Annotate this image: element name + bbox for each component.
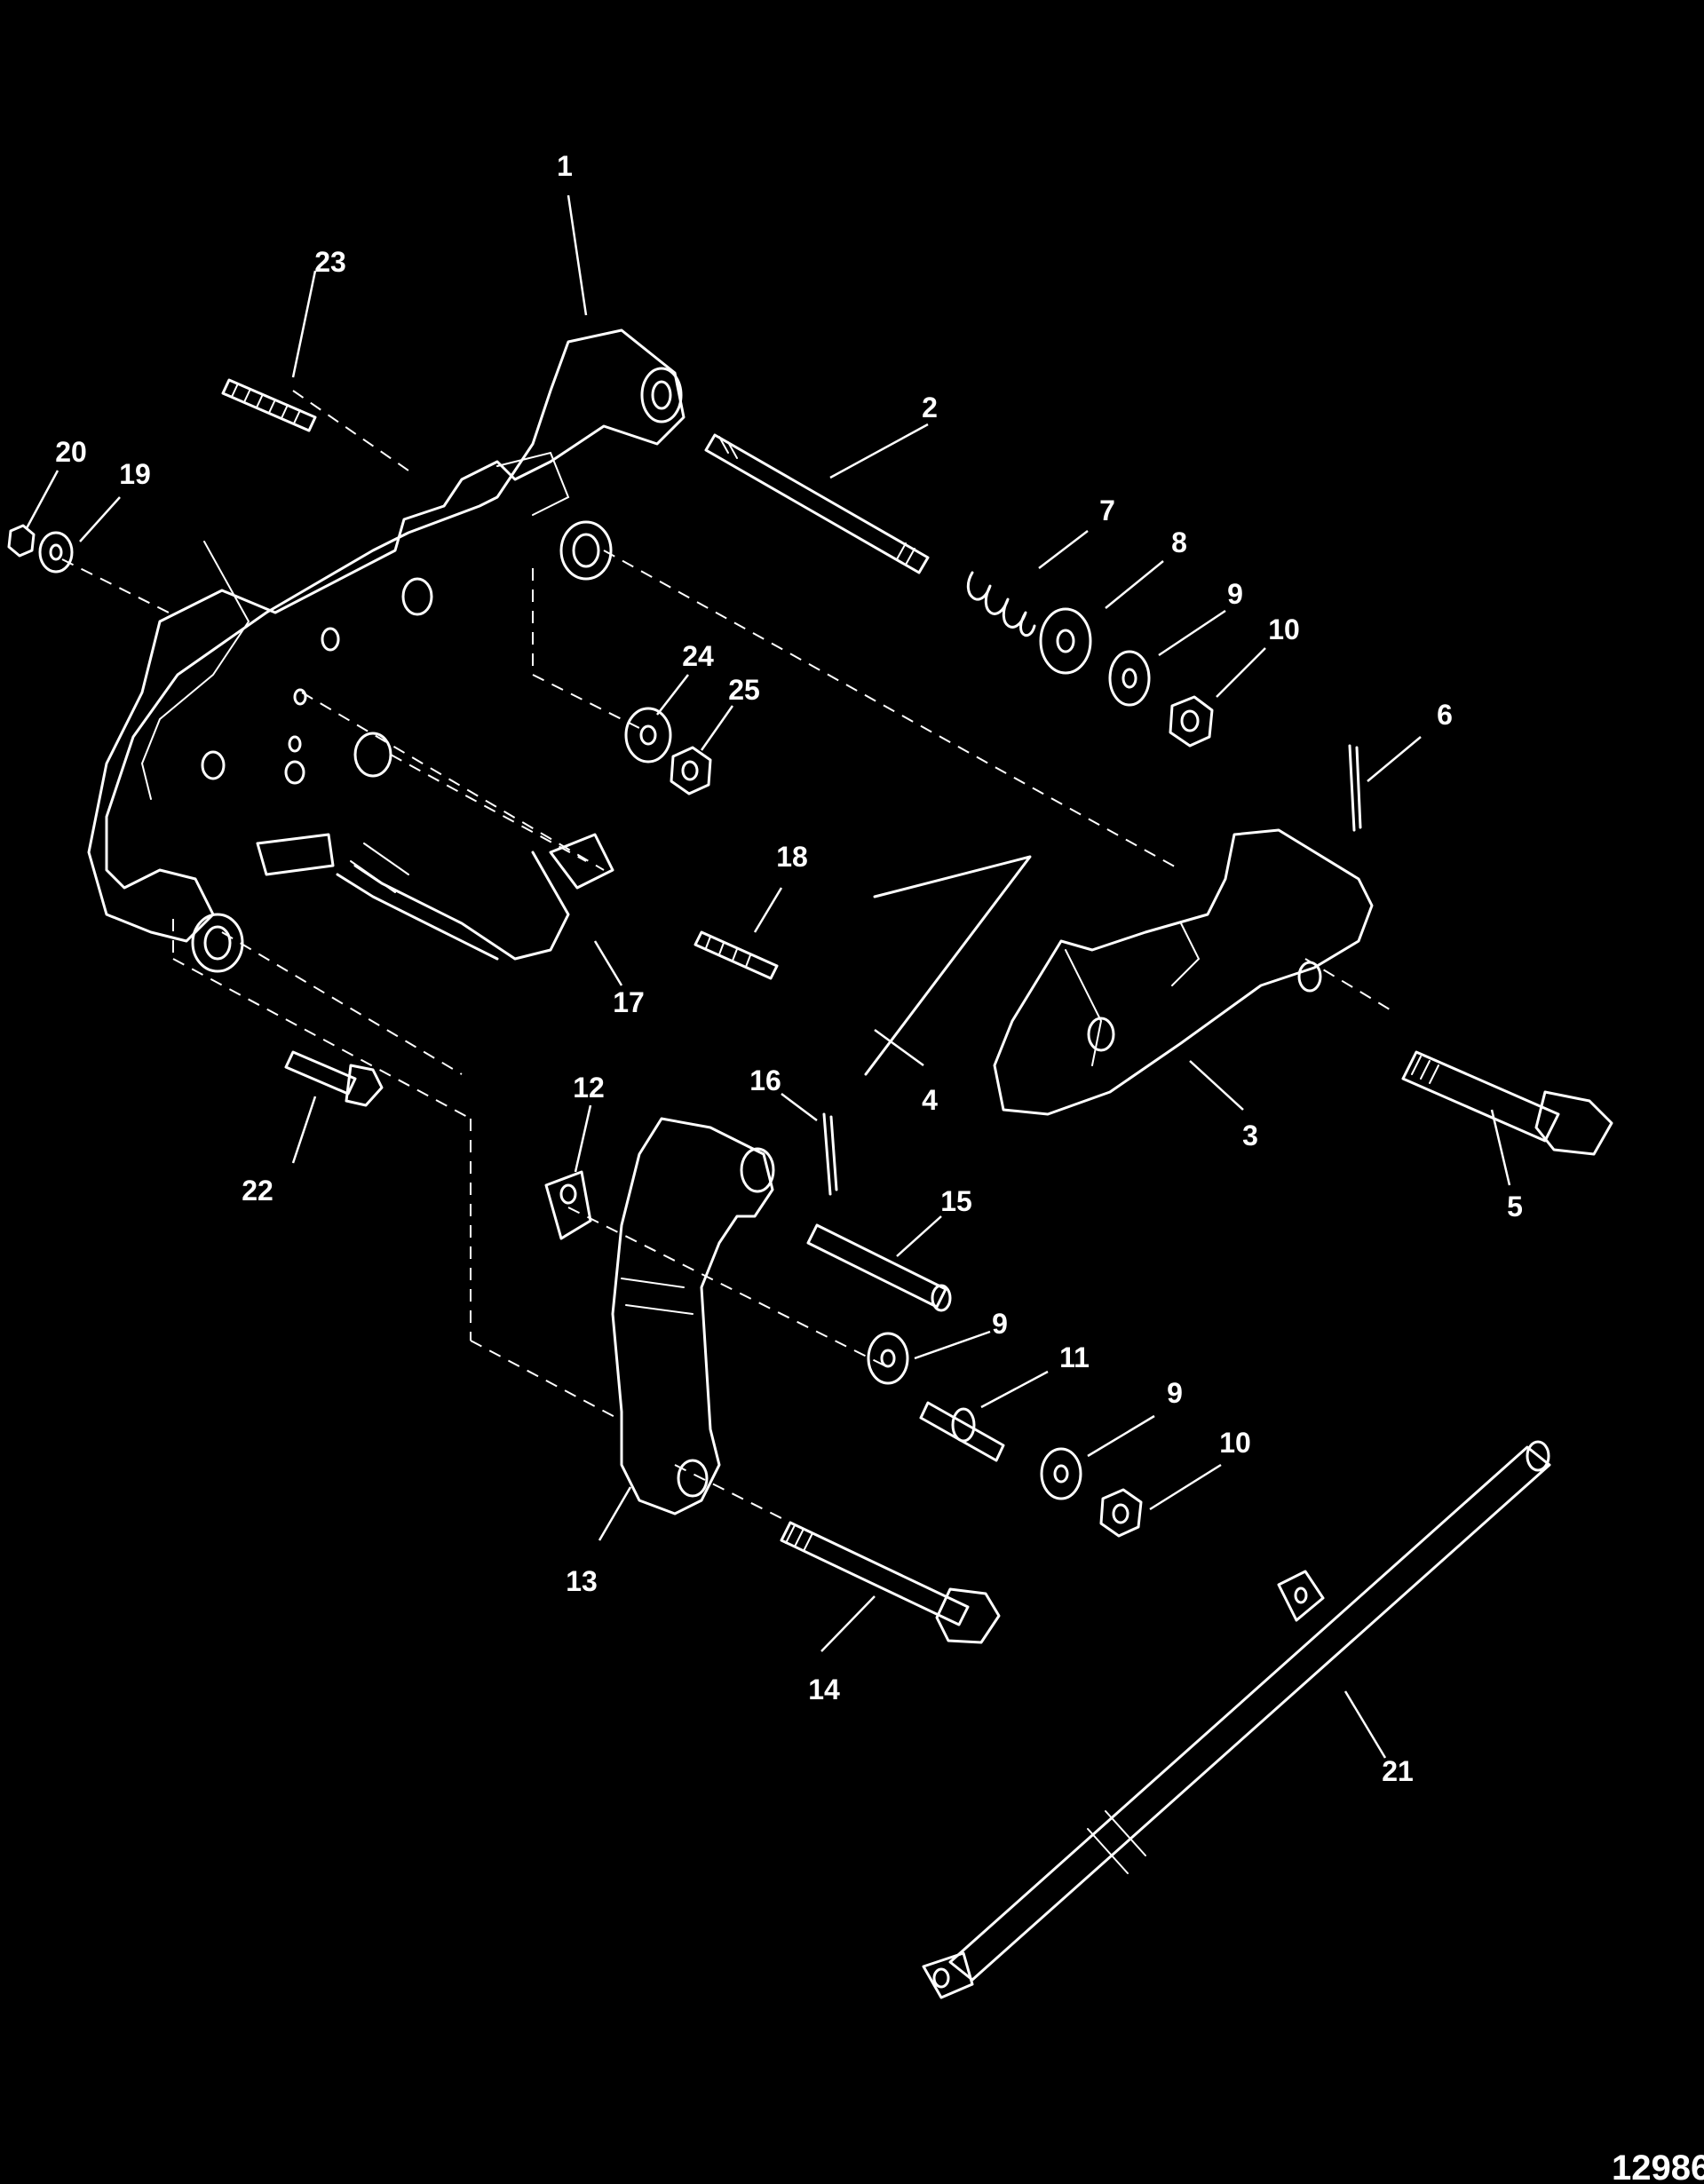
part-22-bolt — [284, 1050, 384, 1107]
callout-10b: 10 — [1219, 1427, 1251, 1459]
callout-10a: 10 — [1268, 613, 1300, 645]
callout-7: 7 — [1099, 495, 1115, 526]
part-6-cotter-pin — [1348, 744, 1362, 832]
part-3-lever-bracket — [993, 828, 1374, 1116]
drawing-id: 12986 — [1612, 2148, 1704, 2184]
callout-3: 3 — [1242, 1120, 1258, 1151]
callout-24: 24 — [682, 640, 714, 672]
callout-labels: 1 2 3 4 5 6 7 8 9 9 9 10 10 11 12 13 14 … — [55, 150, 1523, 1787]
part-2-stud — [704, 433, 930, 574]
part-16-cotter-pin — [822, 1112, 838, 1196]
callout-20: 20 — [55, 436, 87, 468]
washers-and-nuts — [7, 524, 1214, 1538]
callout-15: 15 — [940, 1185, 972, 1217]
part-23-stud — [221, 378, 317, 432]
part-17-switch — [336, 833, 614, 961]
callout-8: 8 — [1171, 526, 1187, 558]
callout-12: 12 — [573, 1072, 605, 1104]
callout-23: 23 — [314, 246, 346, 278]
callout-1: 1 — [557, 150, 573, 182]
callout-5: 5 — [1507, 1191, 1523, 1223]
callout-14: 14 — [808, 1674, 840, 1705]
callout-19: 19 — [119, 458, 151, 490]
callout-2: 2 — [922, 392, 938, 423]
part-7-spring — [966, 571, 1036, 637]
callout-25: 25 — [728, 674, 760, 706]
assembly-lines — [61, 390, 1395, 1528]
callout-21: 21 — [1382, 1755, 1414, 1787]
part-15-pin — [806, 1223, 952, 1312]
part-12-clip — [544, 1170, 592, 1240]
part-21-rod — [922, 1440, 1551, 1999]
callout-16: 16 — [749, 1064, 781, 1096]
part-13-lever-arm — [611, 1117, 775, 1515]
callout-9c: 9 — [1167, 1377, 1183, 1409]
part-4-wire-spring — [864, 855, 1032, 1076]
callout-4: 4 — [922, 1084, 938, 1116]
part-14-bolt — [780, 1521, 1001, 1644]
callout-11: 11 — [1059, 1341, 1090, 1373]
part-1-bracket — [87, 328, 686, 973]
callout-9a: 9 — [1227, 578, 1243, 610]
callout-9b: 9 — [992, 1308, 1008, 1340]
leader-lines — [25, 194, 1511, 1759]
callout-18: 18 — [776, 841, 808, 873]
part-5-bolt — [1401, 1050, 1613, 1156]
callout-22: 22 — [242, 1175, 273, 1207]
callout-17: 17 — [613, 986, 645, 1018]
part-11-bolt — [919, 1401, 1005, 1462]
callout-13: 13 — [566, 1565, 598, 1597]
callout-6: 6 — [1437, 699, 1453, 731]
part-18-screw — [693, 930, 779, 980]
